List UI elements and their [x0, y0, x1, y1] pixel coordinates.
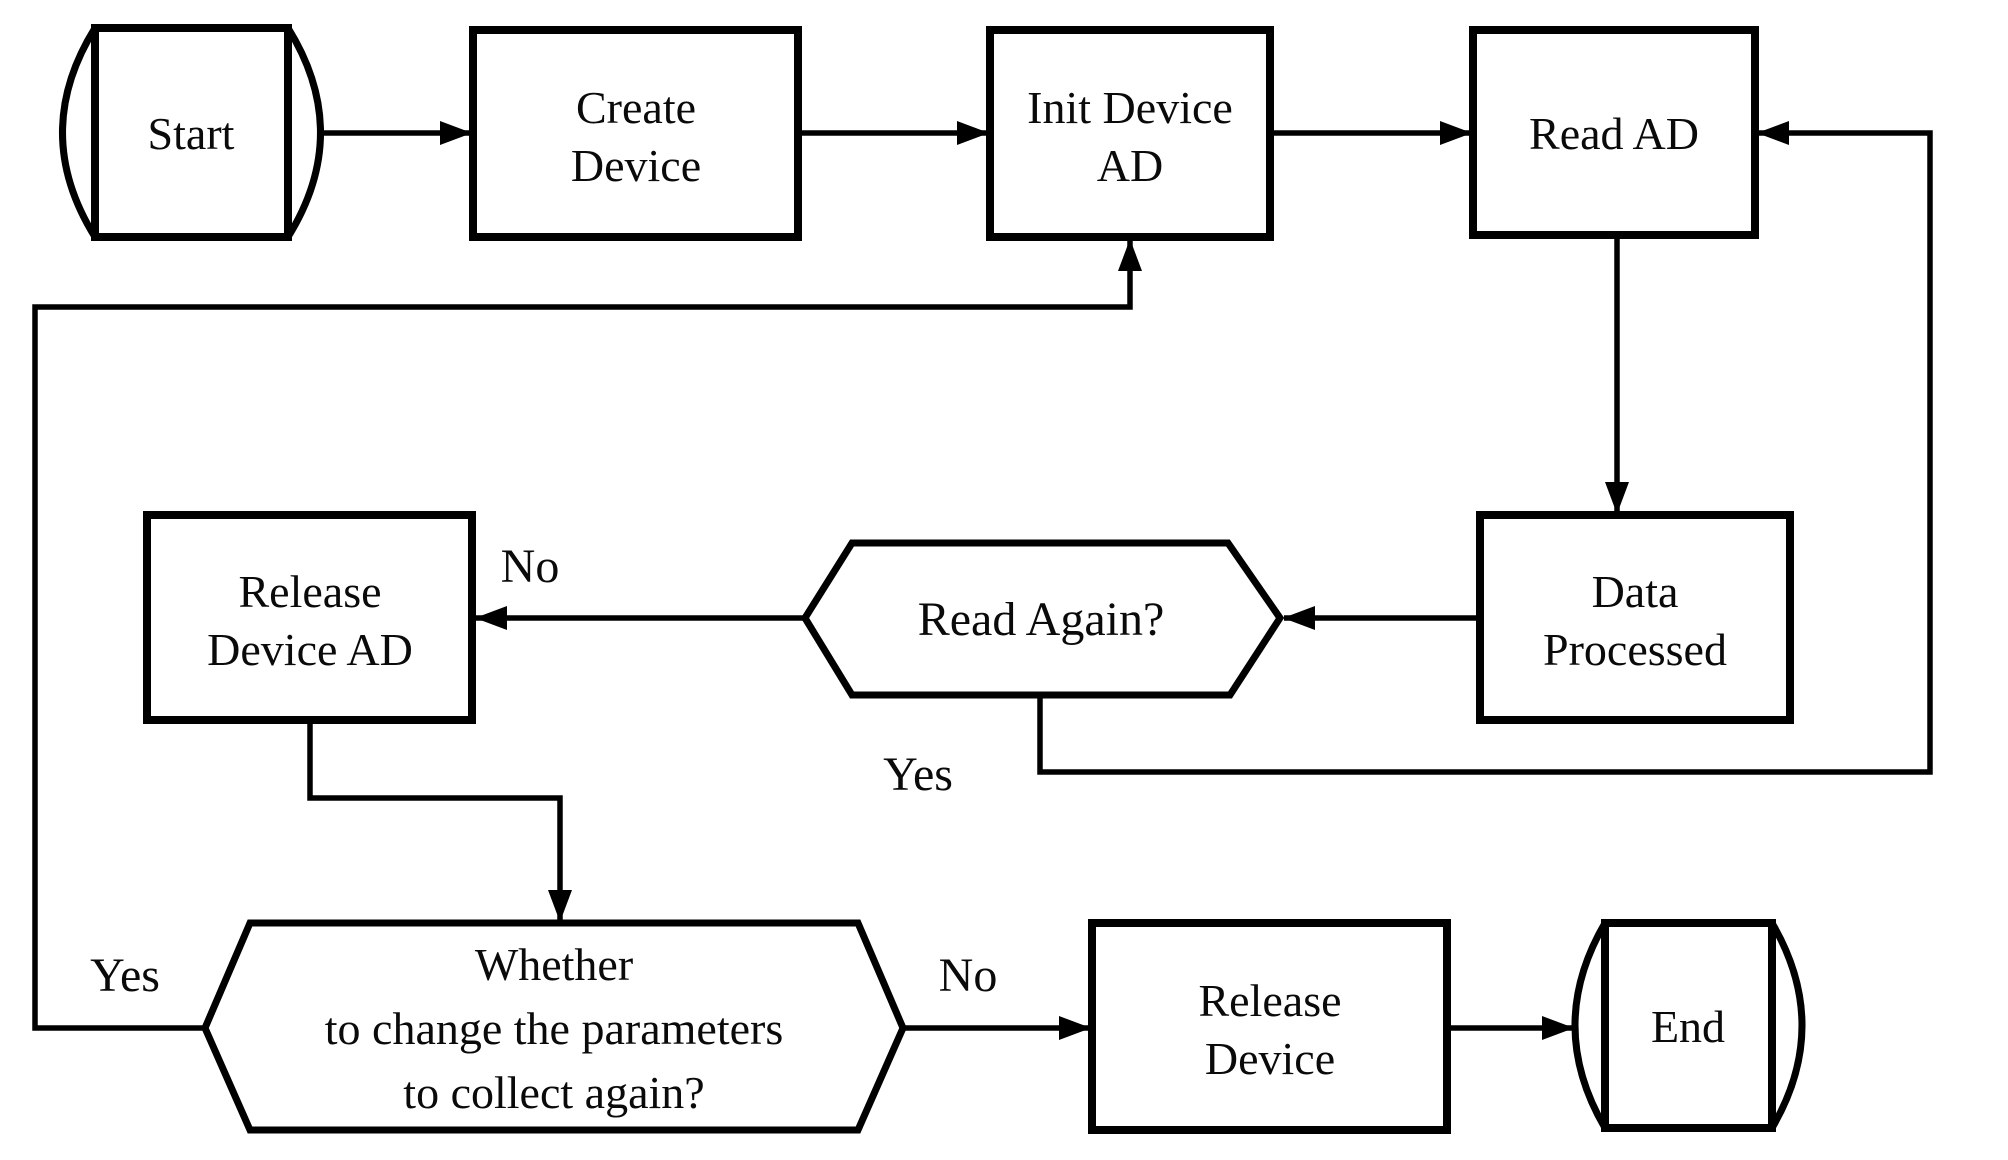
release-device-ad-label-line2: Device AD [207, 624, 413, 675]
edges [32, 121, 1933, 1040]
end-terminal-left-arc [1571, 921, 1609, 1130]
start-terminal-shape [91, 24, 292, 241]
node-read-again: Read Again? [800, 539, 1285, 699]
edge-read-again-yes-to-read-ad [1037, 121, 1933, 775]
data-processed-label-line2: Processed [1543, 624, 1727, 675]
read-again-label: Read Again? [918, 593, 1165, 646]
node-read-ad: Read AD [1469, 26, 1759, 239]
change-params-label-line1: Whether [475, 939, 633, 990]
start-terminal-right-arc [285, 26, 324, 239]
create-device-label-line1: Create [576, 82, 696, 133]
read-ad-box [1469, 26, 1759, 239]
data-processed-box [1476, 511, 1794, 724]
node-change-params: Whether to change the parameters to coll… [201, 919, 907, 1134]
edge-change-params-yes-to-init-device-ad [32, 239, 1142, 1031]
end-label: End [1651, 1001, 1725, 1052]
release-device-label-line1: Release [1198, 975, 1341, 1026]
node-release-device-ad: Release Device AD [143, 511, 476, 724]
read-again-decision-shape [800, 539, 1285, 699]
change-params-no-label: No [939, 949, 998, 1002]
end-terminal-shape [1601, 919, 1776, 1132]
node-start: Start [59, 24, 324, 241]
release-device-ad-label-line1: Release [238, 566, 381, 617]
init-device-ad-label-line2: AD [1097, 140, 1163, 191]
create-device-label-line2: Device [571, 140, 701, 191]
init-device-ad-label-line1: Init Device [1027, 82, 1233, 133]
data-processed-label-line1: Data [1592, 566, 1679, 617]
change-params-label-line3: to collect again? [403, 1067, 704, 1118]
release-device-ad-box [143, 511, 476, 724]
read-ad-label: Read AD [1529, 108, 1699, 159]
change-params-yes-label: Yes [90, 949, 160, 1002]
release-device-box [1088, 919, 1451, 1134]
node-create-device: Create Device [469, 26, 802, 241]
node-end: End [1571, 919, 1806, 1132]
release-device-label-line2: Device [1205, 1033, 1335, 1084]
node-init-device-ad: Init Device AD [986, 26, 1274, 241]
edge-release-device-ad-to-change-params [307, 720, 572, 922]
change-params-label-line2: to change the parameters [325, 1003, 784, 1054]
read-again-no-label: No [501, 540, 560, 593]
end-terminal-right-arc [1768, 921, 1806, 1130]
node-data-processed: Data Processed [1476, 511, 1794, 724]
node-release-device: Release Device [1088, 919, 1451, 1134]
init-device-ad-box [986, 26, 1274, 241]
create-device-box [469, 26, 802, 241]
start-label: Start [148, 108, 235, 159]
start-terminal-left-arc [59, 26, 98, 239]
change-params-decision-shape [201, 919, 907, 1134]
read-again-yes-label: Yes [883, 748, 953, 801]
